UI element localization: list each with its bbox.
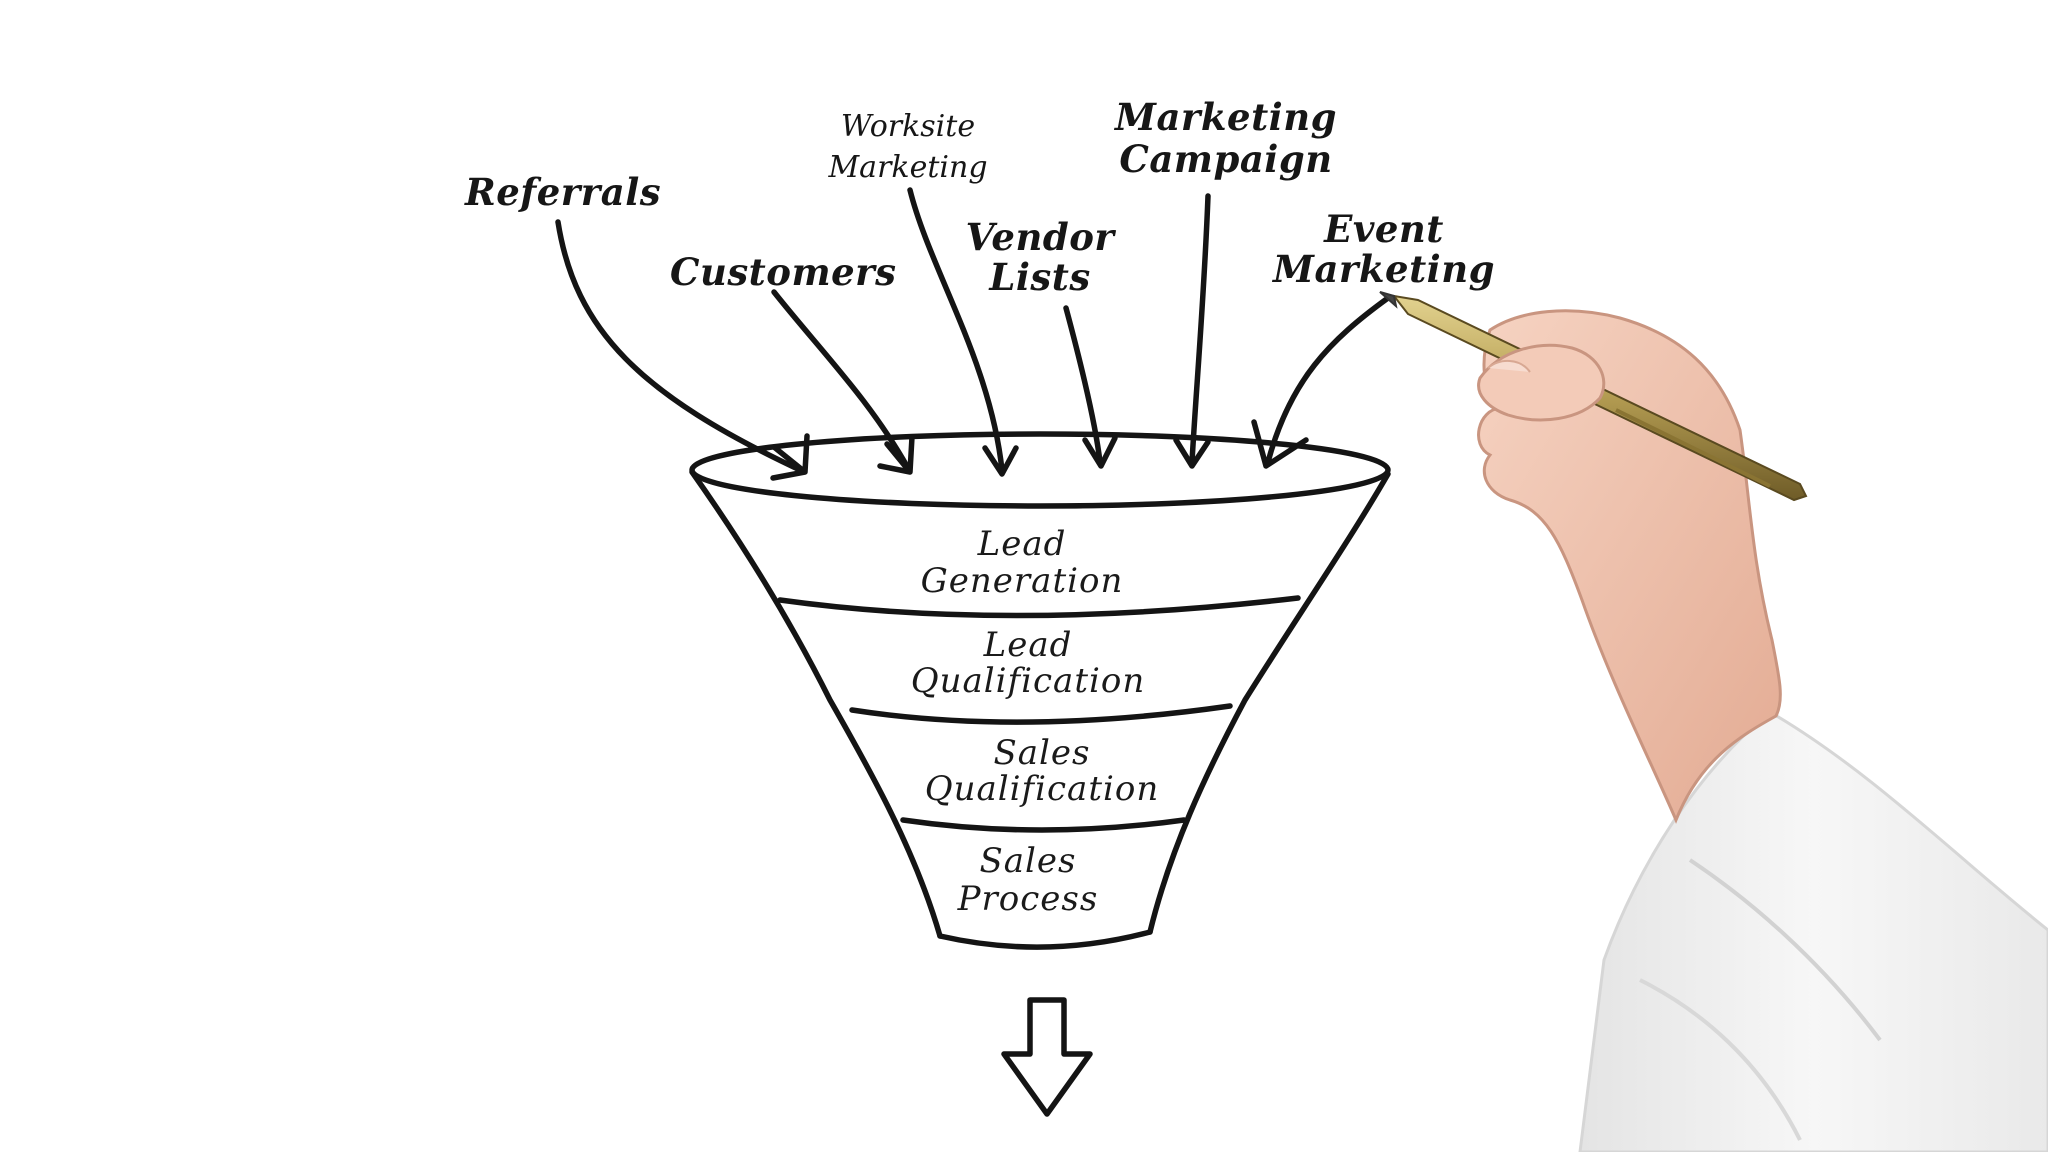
output-down-arrow-icon <box>1001 997 1093 1117</box>
funnel-right-wall <box>1147 471 1391 935</box>
funnel-band-divider-1 <box>777 595 1301 619</box>
arrow-marketing-campaign-head <box>1173 437 1211 469</box>
source-marketing-campaign: Marketing Campaign <box>1113 95 1337 181</box>
arrow-event-marketing-head <box>1251 419 1309 469</box>
source-event-marketing-line-1: Event <box>1323 207 1444 251</box>
source-vendor-lists-line-1: Vendor <box>966 215 1117 259</box>
stage-lead-generation-line-2: Generation <box>921 561 1124 601</box>
stage-sales-qualification-line-2: Qualification <box>925 769 1159 809</box>
arrow-vendor-lists <box>1063 305 1103 465</box>
arrow-worksite-marketing-head <box>982 445 1019 477</box>
hand-with-pen-illustration <box>1379 291 2048 1152</box>
funnel-stage-lead-generation: Lead Generation <box>921 524 1124 601</box>
sleeve-fold-1 <box>1688 858 1882 1042</box>
arrow-worksite-marketing <box>907 187 1005 473</box>
source-customers-line-1: Customers <box>670 250 896 294</box>
funnel-left-wall <box>689 469 943 939</box>
arrow-vendor-lists-head <box>1082 435 1118 469</box>
sleeve-fold-2 <box>1639 978 1802 1141</box>
stage-sales-process-line-2: Process <box>957 879 1099 919</box>
arrow-marketing-campaign <box>1189 193 1211 465</box>
stage-sales-qualification-line-1: Sales <box>993 733 1090 773</box>
funnel-band-divider-2 <box>849 703 1233 725</box>
shirt-sleeve <box>1578 710 2048 1152</box>
source-referrals-line-1: Referrals <box>464 170 661 214</box>
funnel <box>689 431 1391 950</box>
stage-lead-qualification-line-1: Lead <box>983 625 1073 665</box>
funnel-bottom <box>937 929 1153 950</box>
source-event-marketing: Event Marketing <box>1271 207 1495 291</box>
funnel-stage-lead-qualification: Lead Qualification <box>911 625 1145 701</box>
source-marketing-campaign-line-2: Campaign <box>1119 137 1332 181</box>
funnel-stage-sales-process: Sales Process <box>957 841 1099 919</box>
arrow-event-marketing <box>1265 295 1391 465</box>
stage-lead-generation-line-1: Lead <box>977 524 1067 564</box>
source-referrals: Referrals <box>464 170 661 214</box>
stage-sales-process-line-1: Sales <box>979 841 1076 881</box>
arrow-customers <box>771 289 911 471</box>
source-worksite-marketing-line-1: Worksite <box>841 109 975 144</box>
source-worksite-marketing-line-2: Marketing <box>827 150 987 185</box>
source-arrows <box>555 187 1391 481</box>
funnel-band-divider-3 <box>900 817 1187 833</box>
source-vendor-lists: Vendor Lists <box>966 215 1117 299</box>
source-customers: Customers <box>670 250 896 294</box>
arrow-referrals <box>555 219 803 473</box>
thumbnail <box>1487 360 1531 373</box>
stage-lead-qualification-line-2: Qualification <box>911 661 1145 701</box>
funnel-stage-sales-qualification: Sales Qualification <box>925 733 1159 809</box>
arrow-customers-head <box>877 434 915 475</box>
source-worksite-marketing: Worksite Marketing <box>827 109 987 185</box>
source-vendor-lists-line-2: Lists <box>988 255 1090 299</box>
source-event-marketing-line-2: Marketing <box>1271 247 1495 291</box>
source-marketing-campaign-line-1: Marketing <box>1113 95 1337 139</box>
